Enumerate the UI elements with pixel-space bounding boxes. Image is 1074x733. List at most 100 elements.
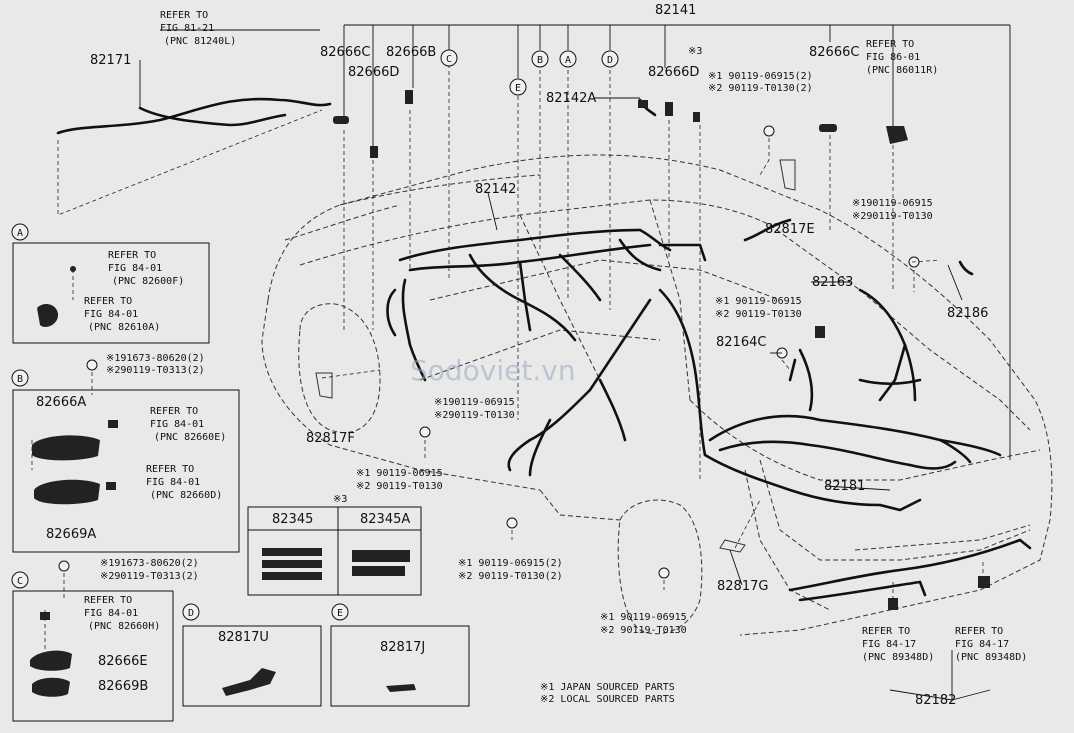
connector-icon — [106, 482, 116, 490]
inset-c-ref1b: FIG 84-01 — [84, 608, 138, 619]
connector-icon — [405, 90, 413, 104]
connector-bracket-icon — [32, 435, 100, 461]
inset-3-82345: 82345 — [272, 512, 313, 527]
inset-a-ref1b: FIG 84-01 — [108, 263, 162, 274]
label-82817f: 82817F — [306, 431, 355, 446]
inset-c-tag: C — [17, 576, 23, 587]
inset-d: D 82817U — [182, 603, 322, 707]
label-82141: 82141 — [655, 3, 696, 18]
inset-b-ref1c: (PNC 82660E) — [154, 432, 226, 443]
main-harness-82142 — [398, 228, 642, 262]
bolt-icon — [506, 517, 518, 529]
inset-c-82669b: 82669B — [98, 679, 148, 694]
label-82142: 82142 — [475, 182, 516, 197]
clamp-82817e-icon — [779, 159, 796, 191]
bolt-icon — [658, 567, 670, 579]
connector-icon — [40, 612, 50, 620]
inset-note3: ※3 82345 82345A — [247, 494, 422, 596]
refer-rear1-line2: FIG 84-17 — [862, 639, 916, 650]
callout-b — [531, 50, 549, 68]
inset-b-ref2b: FIG 84-01 — [146, 477, 200, 488]
inset-c-ref1: REFER TO — [84, 595, 132, 606]
refer-rear2-line3: (PNC 89348D) — [955, 652, 1027, 663]
bolt-icon — [419, 426, 431, 438]
callout-circles: C E B A D — [440, 49, 619, 96]
callout-b-label: B — [537, 55, 543, 66]
clamp-icon — [819, 124, 837, 132]
callout-a-label: A — [565, 55, 571, 66]
label-82817e: 82817E — [765, 222, 815, 237]
inset-3-82345a: 82345A — [360, 512, 410, 527]
label-82163: 82163 — [812, 275, 853, 290]
bolt-wheel-2: ※2 90119-T0130 — [600, 625, 687, 636]
inset-b-bolt1: ※191673-80620(2) — [106, 353, 205, 364]
callout-d-label: D — [607, 55, 613, 66]
callout-c-label: C — [446, 54, 452, 65]
connector-icon — [370, 146, 378, 158]
callout-c — [440, 49, 458, 67]
inset-b-82669a: 82669A — [46, 527, 96, 542]
inset-e: E 82817J — [330, 603, 470, 707]
label-82666c-left: 82666C — [320, 45, 370, 60]
floor-harness-82164c — [658, 288, 707, 457]
inset-b-ref2c: (PNC 82660D) — [150, 490, 222, 501]
legend-japan: ※1 JAPAN SOURCED PARTS — [540, 682, 675, 693]
inset-b-bolt2: ※290119-T0313(2) — [106, 365, 205, 376]
connector-icon — [108, 420, 118, 428]
terminal-82345-icon — [262, 548, 322, 580]
inset-b-ref1: REFER TO — [150, 406, 198, 417]
callout-a — [559, 50, 577, 68]
note3-top: ※3 — [688, 46, 702, 57]
bracket-icon — [30, 650, 72, 671]
clamp-82817f-icon — [315, 372, 333, 399]
label-82666b: 82666B — [386, 45, 436, 60]
inset-e-82817j: 82817J — [380, 640, 425, 655]
label-82171: 82171 — [90, 53, 131, 68]
inset-e-tag: E — [337, 608, 343, 619]
refer-8601-line1: REFER TO — [866, 39, 914, 50]
bolt-cen-1: ※190119-06915 — [434, 397, 515, 408]
inset-a-tag: A — [17, 228, 23, 239]
label-82186: 82186 — [947, 306, 988, 321]
label-82666c-right: 82666C — [809, 45, 859, 60]
bolt-mid-2: ※2 90119-T0130 — [715, 309, 802, 320]
refer-rear1-line3: (PNC 89348D) — [862, 652, 934, 663]
bolt-r1-1: ※190119-06915 — [852, 198, 933, 209]
main-labels: 82141 82171 REFER TO FIG 81-21 (PNC 8124… — [90, 3, 1027, 708]
bolt-icon — [58, 560, 70, 572]
clamp-icon — [333, 116, 349, 124]
inset-a-ref2: REFER TO — [84, 296, 132, 307]
inset-d-82817u: 82817U — [218, 630, 269, 645]
label-82142a: 82142A — [546, 91, 596, 106]
bolt-top-2: ※2 90119-T0130(2) — [708, 83, 813, 94]
bolt-icon — [763, 125, 775, 137]
callout-d — [601, 50, 619, 68]
inset-c-bolt2: ※290119-T0313(2) — [100, 571, 199, 582]
connector-icon — [886, 126, 908, 144]
refer-8121-line3: (PNC 81240L) — [164, 36, 236, 47]
refer-rear2-line2: FIG 84-17 — [955, 639, 1009, 650]
bumper-harness-82182 — [788, 538, 1022, 592]
inset-3-note: ※3 — [333, 494, 347, 505]
connector-parts — [37, 90, 990, 610]
bolt-r1-2: ※290119-T0130 — [852, 211, 933, 222]
inset-c-ref1c: (PNC 82660H) — [88, 621, 160, 632]
connector-icon — [978, 576, 990, 588]
refer-8121-line1: REFER TO — [160, 10, 208, 21]
rear-harness-82181 — [708, 414, 1002, 457]
grommet-icon — [37, 304, 58, 327]
terminal-82345a-icon — [352, 550, 410, 576]
bolt-bot-1: ※1 90119-06915(2) — [458, 558, 563, 569]
bolt-bot-2: ※2 90119-T0130(2) — [458, 571, 563, 582]
bolt-wheel-1: ※1 90119-06915 — [600, 612, 687, 623]
leader-lines — [31, 24, 1011, 701]
bolt-mid-1: ※1 90119-06915 — [715, 296, 802, 307]
refer-rear1-line1: REFER TO — [862, 626, 910, 637]
legend-local: ※2 LOCAL SOURCED PARTS — [540, 694, 675, 705]
label-82666d-right: 82666D — [648, 65, 699, 80]
inset-b-ref2: REFER TO — [146, 464, 194, 475]
floor-wire-82171 — [56, 97, 332, 135]
bolt-low-2: ※2 90119-T0130 — [356, 481, 443, 492]
inset-a-ref2b: FIG 84-01 — [84, 309, 138, 320]
